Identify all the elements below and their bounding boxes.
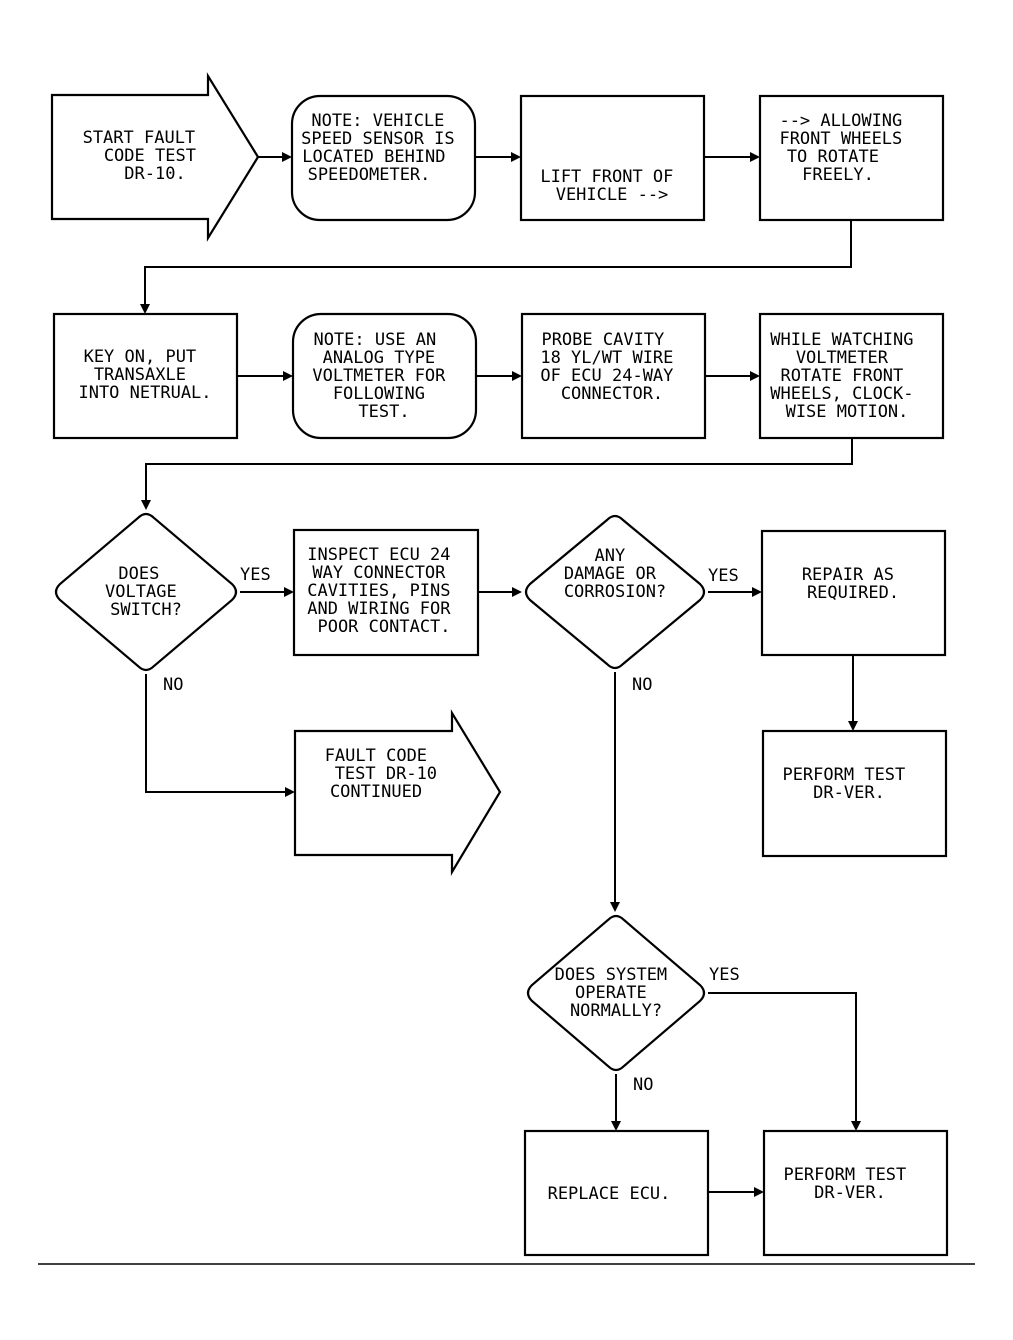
perform-test-1-shape bbox=[761, 729, 948, 858]
arrowhead bbox=[611, 1121, 621, 1131]
arrowhead bbox=[283, 371, 293, 381]
arrowhead bbox=[848, 721, 858, 731]
arrowhead bbox=[285, 787, 295, 797]
arrowhead bbox=[511, 152, 521, 162]
does-voltage-text: DOES VOLTAGE SWITCH? bbox=[105, 564, 187, 620]
connector-watching-to-voltage bbox=[145, 438, 853, 502]
perform-test-2-text: PERFORM TEST DR-VER. bbox=[783, 1165, 916, 1203]
start-arrow-shape bbox=[50, 72, 260, 242]
fault-continued-arrow-shape bbox=[293, 709, 502, 876]
start-text: START FAULT CODE TEST DR-10. bbox=[83, 128, 207, 184]
inspect-ecu-text: INSPECT ECU 24 WAY CONNECTOR CAVITIES, P… bbox=[307, 545, 461, 637]
arrowhead bbox=[851, 1121, 861, 1131]
arrowhead bbox=[610, 902, 620, 912]
any-damage-text: ANY DAMAGE OR CORROSION? bbox=[564, 546, 666, 602]
does-system-text: DOES SYSTEM OPERATE NORMALLY? bbox=[555, 965, 678, 1021]
connector-system-yes bbox=[708, 992, 857, 1123]
probe-cavity-shape bbox=[520, 312, 707, 440]
arrowhead bbox=[140, 304, 150, 314]
arrowhead bbox=[512, 371, 522, 381]
repair-text: REPAIR AS REQUIRED. bbox=[802, 565, 904, 603]
does-system-diamond bbox=[526, 914, 706, 1072]
any-damage-diamond bbox=[524, 514, 706, 670]
damage-yes-label: YES bbox=[708, 566, 739, 586]
arrowhead bbox=[752, 587, 762, 597]
key-on-text: KEY ON, PUT TRANSAXLE INTO NETRUAL. bbox=[78, 347, 211, 403]
arrowhead bbox=[282, 152, 292, 162]
connector-voltage-no bbox=[145, 674, 287, 793]
note-sensor-text: NOTE: VEHICLE SPEED SENSOR IS LOCATED BE… bbox=[301, 111, 465, 185]
damage-no-label: NO bbox=[632, 675, 652, 695]
arrowhead bbox=[284, 587, 294, 597]
lift-front-text: LIFT FRONT OF VEHICLE --> bbox=[540, 167, 683, 205]
arrowhead bbox=[512, 587, 522, 597]
allowing-shape bbox=[758, 94, 945, 222]
replace-ecu-text: REPLACE ECU. bbox=[548, 1184, 671, 1204]
repair-shape bbox=[760, 529, 947, 657]
probe-cavity-text: PROBE CAVITY 18 YL/WT WIRE OF ECU 24-WAY… bbox=[540, 330, 683, 404]
fault-continued-text: FAULT CODE TEST DR-10 CONTINUED bbox=[325, 746, 448, 802]
arrowhead bbox=[141, 500, 151, 510]
replace-ecu-shape bbox=[523, 1129, 710, 1257]
arrowhead bbox=[754, 1187, 764, 1197]
system-yes-label: YES bbox=[709, 965, 740, 985]
note-voltmeter-text: NOTE: USE AN ANALOG TYPE VOLTMETER FOR F… bbox=[312, 330, 455, 422]
perform-test-1-text: PERFORM TEST DR-VER. bbox=[782, 765, 915, 803]
voltage-yes-label: YES bbox=[240, 565, 271, 585]
lift-front-shape bbox=[519, 94, 706, 222]
while-watching-text: WHILE WATCHING VOLTMETER ROTATE FRONT WH… bbox=[770, 330, 924, 422]
system-no-label: NO bbox=[633, 1075, 653, 1095]
connector-allowing-to-key-on bbox=[144, 220, 852, 306]
arrowhead bbox=[750, 371, 760, 381]
arrowhead bbox=[750, 152, 760, 162]
allowing-text: --> ALLOWING FRONT WHEELS TO ROTATE FREE… bbox=[779, 111, 912, 185]
voltage-no-label: NO bbox=[163, 675, 183, 695]
key-on-shape bbox=[52, 312, 239, 440]
does-voltage-diamond bbox=[54, 512, 238, 672]
perform-test-2-shape bbox=[762, 1129, 949, 1257]
